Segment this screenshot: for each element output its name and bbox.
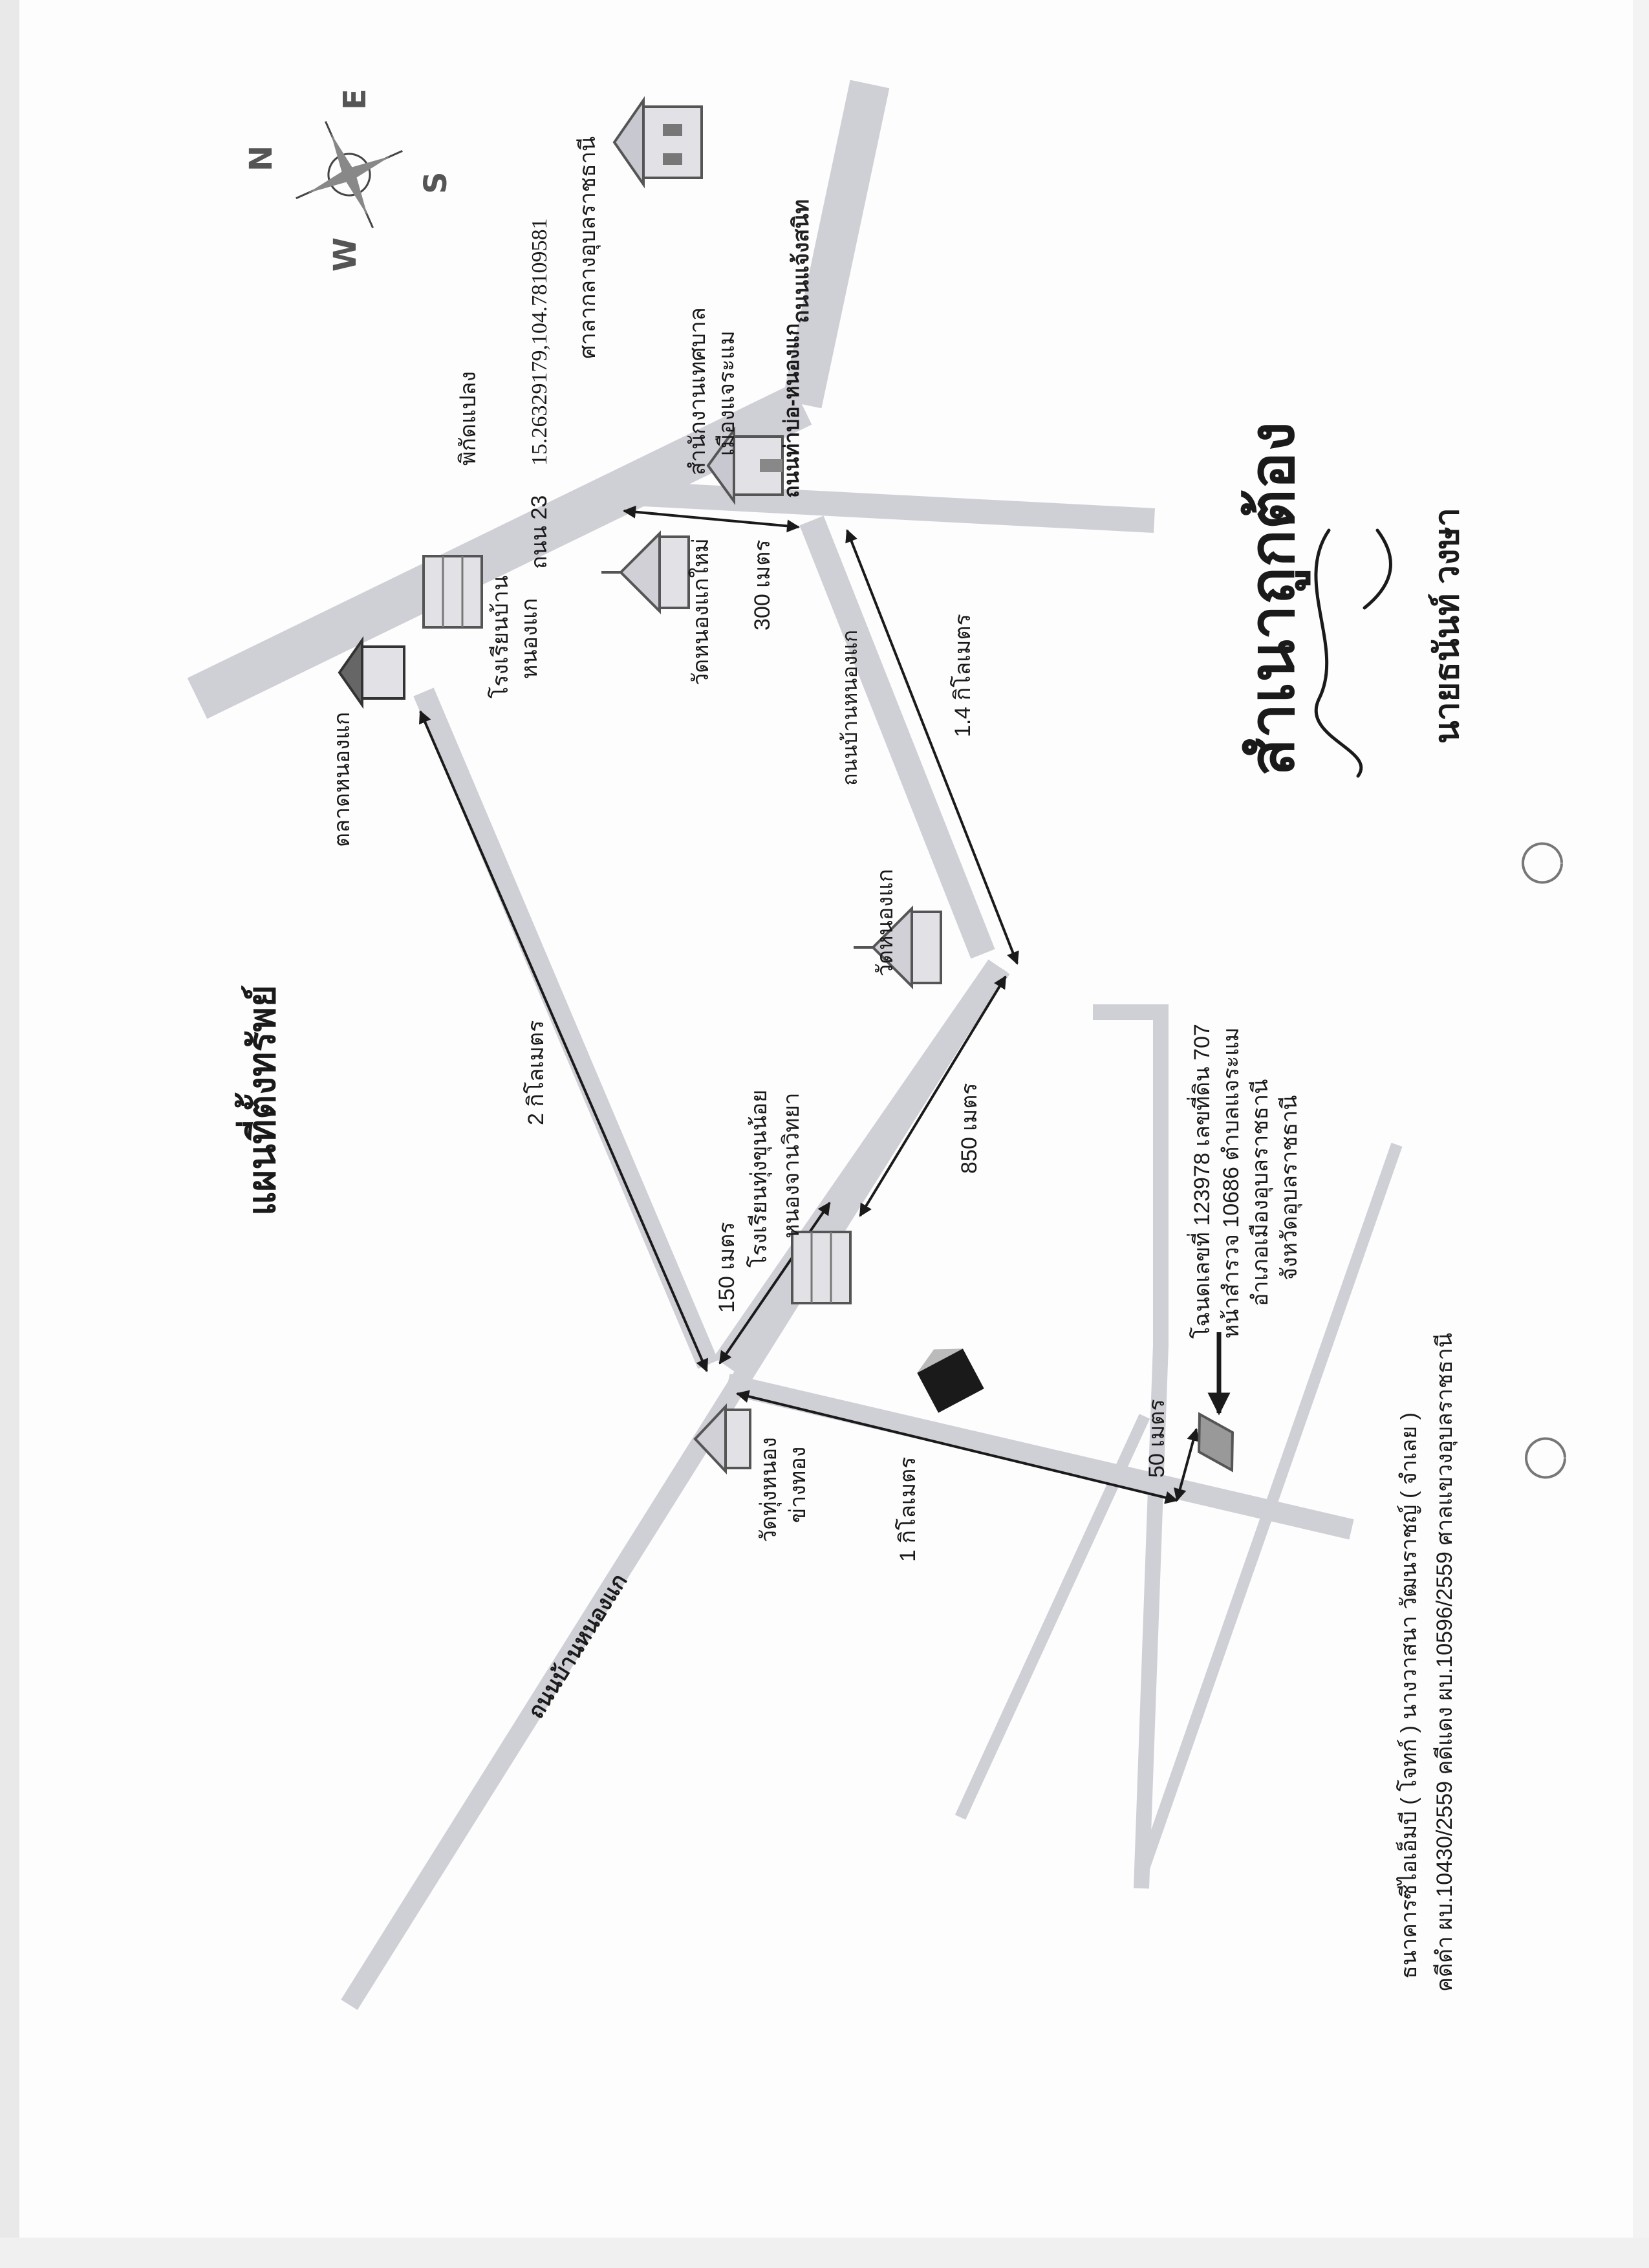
ban-nong-kae-road-label: ถนนบ้านหนองแก	[524, 1570, 632, 1723]
school-ban-nong-kae-building-icon	[422, 555, 483, 629]
distance-1-4km-label: 1.4 กิโลเมตร	[950, 614, 975, 737]
road-to-school-market	[413, 687, 718, 1369]
map-title: แผนที่ตั้งทรัพย์	[235, 985, 283, 1216]
compass-rose-icon	[296, 121, 403, 228]
chaeng-sanit-road-label: ถนนแจ้งสนิท	[789, 199, 814, 323]
compass-e: E	[337, 89, 373, 110]
coordinates-label: พิกัดแปลง	[456, 371, 480, 466]
arrow-850m	[859, 975, 1007, 1217]
wat-nong-kae-label: วัดหนองแก	[873, 869, 898, 977]
road-to-property	[725, 1374, 1354, 1540]
case-parties-line: ธนาคารซีไอเอ็มบี ( โจทก์ ) นางวาสนา วัฒน…	[1396, 1412, 1421, 1979]
distance-50m-label: 50 เมตร	[1145, 1399, 1169, 1478]
arrow-150m	[718, 1202, 831, 1365]
road-tha-bo-nong-kae	[594, 479, 1155, 533]
property-deed-line3: อำเภอเมืองอุบลราชธานี	[1248, 1079, 1273, 1306]
arrow-2km	[418, 710, 709, 1372]
handwritten-signature	[1314, 528, 1392, 778]
scan-edge-left	[0, 0, 19, 2268]
distance-300m-label: 300 เมตร	[750, 539, 775, 631]
municipality-building-icon	[706, 426, 784, 506]
municipality-label: สำนักงานเทศบาล	[685, 307, 710, 475]
scan-edge-right	[1633, 0, 1649, 2268]
wat-thung-label: วัดทุ่งหนอง	[757, 1437, 782, 1542]
certified-true-copy-stamp: สำเนาถูกต้อง	[1238, 422, 1311, 776]
market-label: ตลาดหนองแก	[330, 712, 354, 847]
wat-thung-label-line2: ข่างทอง	[786, 1447, 810, 1523]
case-number-line: คดีดำ ผบ.10430/2559 คดีแดง ผบ.10596/2559…	[1432, 1333, 1458, 1992]
scan-edge-bottom	[0, 2238, 1649, 2268]
distance-1km-label: 1 กิโลเมตร	[895, 1457, 920, 1562]
compass-n: N	[243, 146, 279, 171]
school-nong-chan-label-line2: หนองจานวิทยา	[779, 1093, 804, 1238]
property-deed-line4: จังหวัดอุบลราชธานี	[1277, 1096, 1302, 1280]
wat-nong-kae-mai-label: วัดหนองแกใหม่	[688, 538, 713, 686]
arrow-1-4km	[845, 529, 1019, 965]
school-nong-chan-building-icon	[791, 1231, 852, 1304]
property-parcel-marker-icon	[1197, 1412, 1234, 1473]
wat-thung-temple-icon	[693, 1403, 751, 1475]
nong-kae-branch-road-label: ถนนบ้านหนองแก	[838, 630, 861, 786]
distance-150m-label: 150 เมตร	[715, 1222, 739, 1313]
property-deed-line1: โฉนดเลขที่ 123978 เลขที่ดิน 707	[1187, 1024, 1214, 1339]
hole-punch-marks	[1522, 842, 1566, 1479]
tha-bo-nong-kae-road-label: ถนนท่าบ่อ-หนองแก	[780, 323, 803, 498]
market-building-icon	[338, 636, 405, 709]
property-deed-line2: หน้าสำรวจ 10686 ตำบลแจระแม	[1219, 1027, 1244, 1339]
road-chaeng-sanit	[782, 80, 890, 409]
provincial-court-building-icon	[612, 96, 703, 189]
distance-2km-label: 2 กิโลเมตร	[523, 1021, 548, 1125]
arrow-50m	[1174, 1428, 1200, 1502]
school-nong-chan-label: โรงเรียนทุ่งขุนน้อย	[746, 1090, 772, 1268]
provincial-court-label: ศาลากลางอุบลราชธานี	[576, 136, 601, 359]
municipality-label-line2: เมืองแจระแม	[715, 330, 739, 456]
signer-name: นายธนันท์ วงษา	[1428, 508, 1466, 744]
road-23-label: ถนน 23	[527, 495, 552, 569]
arrow-300m	[623, 505, 800, 533]
wat-nong-kae-mai-temple-icon	[601, 530, 690, 614]
distance-850m-label: 850 เมตร	[957, 1083, 982, 1174]
wat-nong-kae-temple-icon	[854, 905, 942, 989]
side-road-lower	[1136, 1143, 1403, 1877]
school-ban-nong-kae-label-line2: หนองแก	[517, 598, 542, 679]
coordinates-value: 15.26329179,104.78109581	[528, 219, 552, 466]
dark-building-icon	[917, 1348, 984, 1413]
arrow-1km	[736, 1390, 1178, 1504]
side-road-upper	[954, 1414, 1150, 1820]
road-highway-23	[187, 383, 812, 719]
side-road-outline	[1093, 1004, 1169, 1889]
school-ban-nong-kae-label: โรงเรียนบ้าน	[488, 576, 513, 698]
compass-w: W	[327, 237, 363, 272]
compass-s: S	[418, 171, 454, 194]
